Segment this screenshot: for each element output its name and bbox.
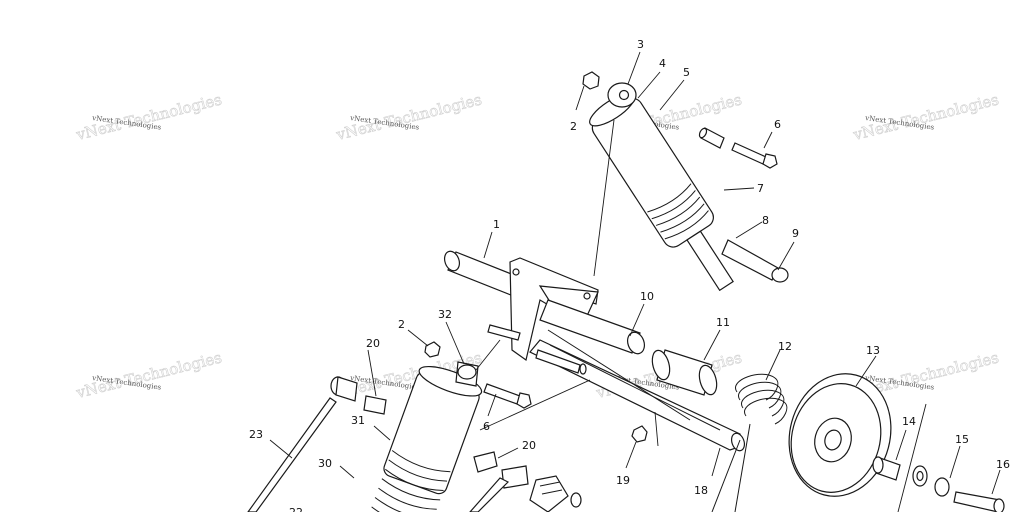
upper-shock-rod-end	[721, 239, 779, 281]
spacer-20-b	[363, 395, 387, 415]
callout-31: 31	[351, 414, 365, 427]
callout-9: 9	[792, 227, 799, 240]
watermark-1: vNext Technologies vNext Technologies	[73, 90, 224, 144]
callout-1: 1	[493, 218, 500, 231]
callout-18: 18	[694, 484, 708, 497]
nut-2-top	[582, 71, 600, 90]
callout-3: 3	[637, 38, 644, 51]
callout-7: 7	[757, 182, 764, 195]
upper-bolt-head	[762, 153, 778, 169]
mounting-studs	[487, 324, 587, 375]
upper-shock-rod	[686, 230, 734, 292]
lower-shock-bellows	[371, 450, 451, 512]
washer-hole	[916, 470, 924, 482]
callout-10: 10	[640, 290, 654, 303]
callout-labels: 1 2 3 4 5 6 7 8 9 10 11 12 13 14 15 16 1…	[249, 38, 1010, 512]
upper-bolt-shank	[731, 142, 767, 165]
nut-2-lower	[424, 341, 441, 358]
callout-30: 30	[318, 457, 332, 470]
lower-shock-cap	[418, 365, 483, 397]
torsion-spring-12	[711, 373, 788, 512]
callout-22: 22	[289, 506, 303, 512]
upper-spacer-and-bolt	[698, 127, 778, 169]
callout-4: 4	[659, 57, 666, 70]
mounting-bracket	[509, 257, 599, 362]
callout-12: 12	[778, 340, 792, 353]
axle-16	[953, 491, 1005, 512]
callout-16: 16	[996, 458, 1010, 471]
callout-14: 14	[902, 415, 916, 428]
spacers-20	[330, 376, 529, 489]
callout-5: 5	[683, 66, 690, 79]
callout-2-top: 2	[570, 120, 577, 133]
callout-13: 13	[866, 344, 880, 357]
bushing-32	[455, 361, 479, 387]
upper-shock-bellows	[647, 183, 709, 240]
idler-wheel-13	[788, 373, 892, 497]
watermark-4: vNext Technologies vNext Technologies	[850, 90, 1001, 144]
callout-6-lower: 6	[483, 420, 490, 433]
callout-2-lower: 2	[398, 318, 405, 331]
leader-lines	[269, 51, 1001, 512]
long-shaft-10	[539, 299, 646, 355]
callout-11: 11	[716, 316, 730, 329]
nut-19	[631, 425, 648, 443]
lower-link-rod	[469, 477, 510, 512]
callout-20-upper: 20	[366, 337, 380, 350]
lower-bolt	[483, 383, 532, 409]
watermark-2: vNext Technologies vNext Technologies	[333, 90, 484, 144]
callout-20-lower: 20	[522, 439, 536, 452]
upper-shock-bushing	[618, 89, 630, 101]
callout-32: 32	[438, 308, 452, 321]
adjuster-block	[529, 475, 582, 512]
long-rod-23	[247, 397, 337, 512]
lower-shock-absorber	[371, 365, 483, 512]
watermark-5: vNext Technologies vNext Technologies	[73, 348, 224, 402]
callout-15: 15	[955, 433, 969, 446]
spacer-20-c	[473, 451, 498, 473]
upper-shock-rod-eye	[771, 267, 789, 283]
bearing-14	[872, 456, 901, 481]
callout-8: 8	[762, 214, 769, 227]
sleeve-11	[651, 349, 718, 396]
callout-19: 19	[616, 474, 630, 487]
callout-23: 23	[249, 428, 263, 441]
callout-6-top: 6	[774, 118, 781, 131]
upper-shock-absorber	[589, 82, 789, 292]
snap-ring-15	[934, 477, 950, 497]
